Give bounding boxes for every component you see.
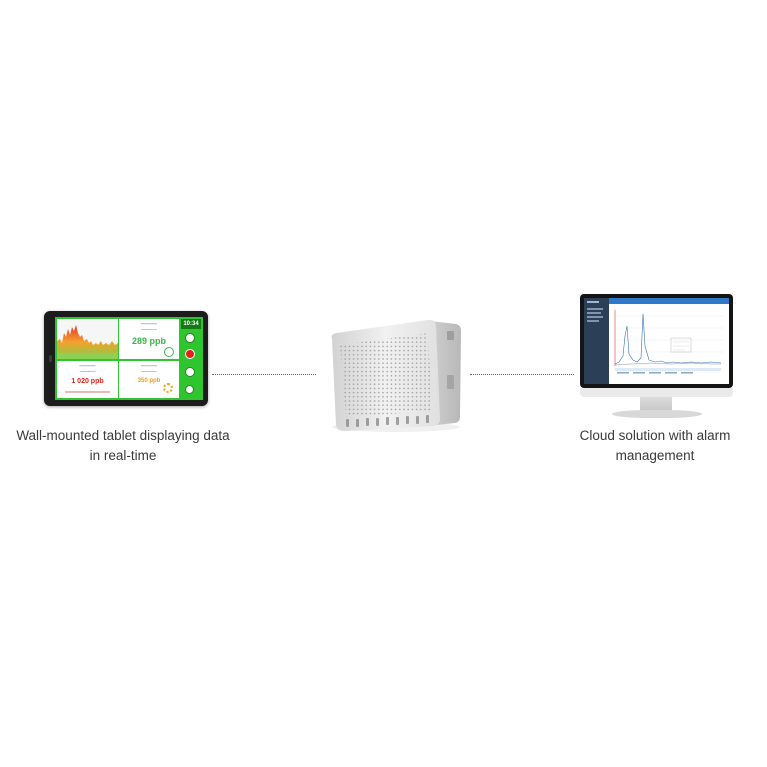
right-reading-value: 350 ppb bbox=[137, 378, 161, 384]
left-card-footer-bar bbox=[65, 391, 110, 393]
monitor-stand-neck bbox=[640, 397, 672, 411]
left-card-date-line: ━━━━━━━━━━ bbox=[79, 370, 96, 373]
wall-mounted-tablet: ━━━━━━━━━ ━━━━━━━━━━ 289 ppb ━━━━━━━━━ ━… bbox=[44, 311, 208, 406]
cloud-header-bar bbox=[609, 298, 729, 304]
left-reading-card: ━━━━━━━━━ ━━━━━━━━━━ 1 020 ppb bbox=[57, 361, 118, 398]
right-card-gauge-icon bbox=[163, 383, 173, 393]
left-reading-value: 1 020 ppb bbox=[71, 378, 104, 385]
tablet-logo-badge bbox=[185, 333, 195, 343]
tablet-clock: 10:34 bbox=[181, 319, 201, 329]
cloud-sidebar bbox=[584, 298, 609, 384]
card-title-bar: ━━━━━━━━━ bbox=[140, 322, 158, 326]
tablet-leaf-icon bbox=[185, 367, 195, 377]
right-card-date-line: ━━━━━━━━━━ bbox=[141, 370, 157, 373]
monitor-chin bbox=[580, 388, 733, 397]
monitor-stand-base bbox=[612, 410, 702, 418]
tablet-history-chart bbox=[57, 319, 118, 359]
tablet-alert-icon bbox=[185, 349, 195, 359]
cloud-caption: Cloud solution with alarm management bbox=[579, 428, 731, 463]
main-reading-card: ━━━━━━━━━ ━━━━━━━━━━ 289 ppb bbox=[119, 319, 179, 359]
connector-tablet-sensor bbox=[212, 374, 316, 375]
main-card-status-icon bbox=[164, 347, 174, 357]
card-date-line: ━━━━━━━━━━ bbox=[141, 328, 157, 331]
cloud-dashboard-screen bbox=[584, 298, 729, 384]
tablet-chart-graphic bbox=[57, 325, 118, 359]
tablet-settings-icon bbox=[185, 385, 194, 394]
cloud-alarm-chart bbox=[611, 306, 725, 376]
connector-sensor-cloud bbox=[470, 374, 574, 375]
tablet-caption: Wall-mounted tablet displaying data in r… bbox=[16, 428, 230, 463]
main-reading-value: 289 ppb bbox=[131, 336, 166, 346]
tablet-screen: ━━━━━━━━━ ━━━━━━━━━━ 289 ppb ━━━━━━━━━ ━… bbox=[55, 317, 203, 400]
air-quality-sensor bbox=[331, 319, 461, 432]
tablet-camera bbox=[49, 355, 52, 362]
right-card-title-bar: ━━━━━━━━━ bbox=[140, 364, 158, 368]
right-reading-card: ━━━━━━━━━ ━━━━━━━━━━ 350 ppb bbox=[119, 361, 179, 398]
left-card-title-bar: ━━━━━━━━━ bbox=[79, 364, 96, 368]
